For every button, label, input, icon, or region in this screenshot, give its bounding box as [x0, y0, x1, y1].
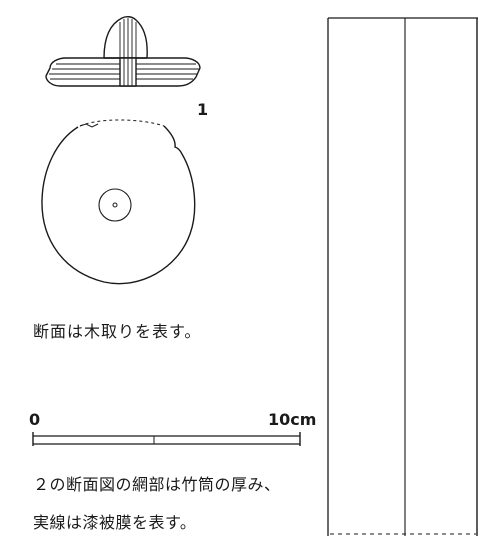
- note-line-1: ２の断面図の網部は竹筒の厚み、: [33, 475, 281, 494]
- lid-top-view: [41, 119, 196, 285]
- lid-knob-circle: [98, 188, 132, 222]
- bamboo-tube-section: [327, 17, 478, 536]
- lid-center-dot: [112, 202, 118, 208]
- lid-band-grain: [123, 58, 133, 86]
- lid-section-view: [45, 15, 201, 87]
- figure-number-label: 1: [197, 100, 209, 119]
- scale-bar: [32, 432, 301, 446]
- scale-start-label: 0: [29, 410, 41, 429]
- lid-knob-outline: [103, 15, 148, 59]
- lid-knob-grain: [119, 18, 137, 58]
- lid-rim-outline: [41, 125, 196, 285]
- lid-rim-chip: [79, 123, 99, 128]
- note-line-2: 実線は漆被膜を表す。: [33, 513, 197, 532]
- section-caption: 断面は木取りを表す。: [33, 322, 202, 341]
- scale-end-label: 10cm: [268, 410, 317, 429]
- lid-rim-damaged-edge: [79, 119, 165, 127]
- lid-disc-outline: [45, 57, 201, 87]
